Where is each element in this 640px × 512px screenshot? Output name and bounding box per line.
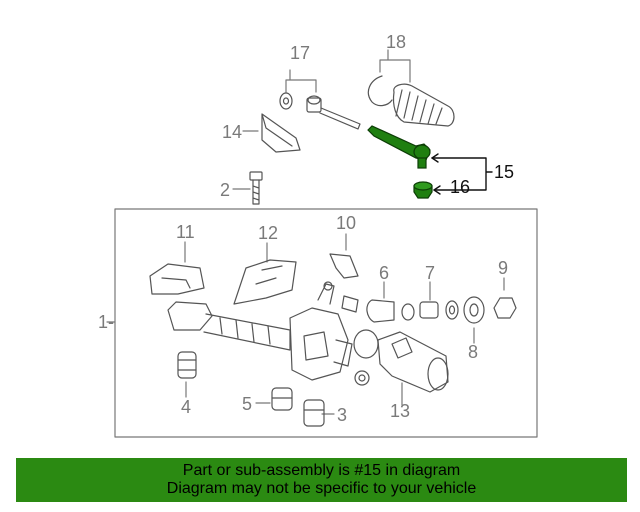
callout-13: 13 (390, 401, 411, 421)
info-banner: Part or sub-assembly is #15 in diagram D… (16, 458, 627, 502)
callout-16[interactable]: 16 (450, 177, 471, 197)
callout-7: 7 (425, 263, 436, 283)
callout-6: 6 (379, 263, 390, 283)
callout-8: 8 (468, 342, 479, 362)
bushings (177, 351, 325, 427)
tie-rod-end-highlight (367, 125, 433, 199)
clip-10 (329, 253, 359, 313)
banner-line-2: Diagram may not be specific to your vehi… (166, 480, 477, 497)
small-parts (366, 296, 517, 324)
callout-10: 10 (336, 213, 357, 233)
bracket-11 (149, 263, 205, 295)
washer (354, 370, 370, 386)
leader-lines (106, 49, 505, 415)
boot-and-clamp (367, 75, 455, 127)
callout-4: 4 (181, 397, 192, 417)
callout-2: 2 (220, 180, 231, 200)
callout-3: 3 (337, 405, 348, 425)
cover-14 (261, 113, 301, 153)
motor-13 (377, 331, 449, 393)
callout-5: 5 (242, 394, 253, 414)
parts-diagram: 17 18 14 15 16 2 10 11 12 9 6 7 1- 8 4 5… (98, 32, 538, 438)
bolt-2 (249, 171, 263, 205)
callout-12: 12 (258, 223, 279, 243)
insulator-12 (233, 259, 297, 305)
rack-housing (167, 281, 353, 381)
gasket (353, 329, 379, 359)
callout-15-leader (431, 153, 493, 195)
inner-tie-rod (279, 92, 361, 130)
diagram-artwork (106, 49, 538, 438)
callout-18: 18 (386, 32, 407, 52)
callout-9: 9 (498, 258, 509, 278)
callout-15[interactable]: 15 (494, 162, 515, 182)
assembly-frame (114, 208, 538, 438)
callout-17: 17 (290, 43, 311, 63)
callout-14: 14 (222, 122, 243, 142)
banner-line-1: Part or sub-assembly is #15 in diagram (182, 462, 461, 479)
callout-11: 11 (176, 222, 195, 242)
callout-1: 1- (98, 312, 115, 332)
